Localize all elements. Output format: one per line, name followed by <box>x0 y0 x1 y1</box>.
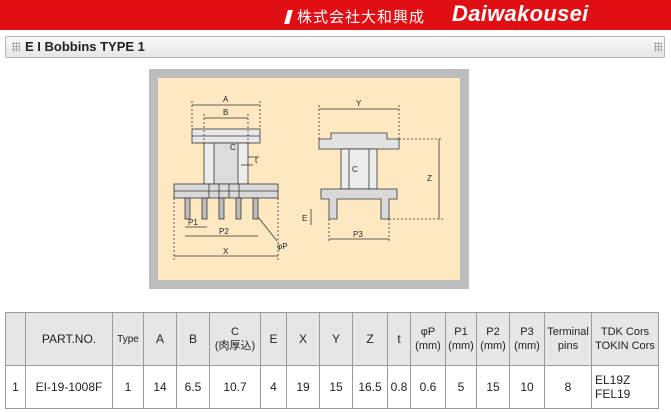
header-p2-unit: (mm) <box>480 340 506 352</box>
dim-label-a: A <box>223 95 229 104</box>
header-index <box>5 312 26 366</box>
brand-header: 株式会社大和興成 Daiwakousei <box>0 0 671 30</box>
cell-terminal-pins: 8 <box>544 365 592 409</box>
header-p2: P2 (mm) <box>476 312 510 366</box>
header-phip-label: φP <box>420 326 436 338</box>
cell-phip: 0.6 <box>410 365 446 409</box>
dim-label-c: C <box>230 143 236 152</box>
header-e: E <box>260 312 287 366</box>
header-terminal-sub: pins <box>557 340 579 352</box>
table-row: 1 EI-19-1008F 1 14 6.5 10.7 4 19 15 16.5… <box>5 365 659 409</box>
header-terminal-pins: Terminal pins <box>544 312 592 366</box>
cell-t: 0.8 <box>387 365 411 409</box>
cell-p2: 15 <box>476 365 510 409</box>
header-p3-label: P3 <box>520 326 534 338</box>
header-p3: P3 (mm) <box>509 312 545 366</box>
dim-label-z: Z <box>427 174 432 183</box>
header-y: Y <box>319 312 353 366</box>
header-c-sub: (肉厚込) <box>214 340 256 352</box>
header-p2-label: P2 <box>486 326 500 338</box>
dim-label-x: X <box>223 247 229 256</box>
cell-b: 6.5 <box>176 365 210 409</box>
cell-index: 1 <box>5 365 26 409</box>
header-p1-label: P1 <box>454 326 468 338</box>
dim-label-p1: P1 <box>188 218 198 227</box>
dim-label-p2: P2 <box>219 227 229 236</box>
spec-table: PART.NO. Type A B C (肉厚込) E X Y Z t φP (mm… <box>5 312 659 409</box>
company-name-jp: 株式会社大和興成 <box>284 6 426 27</box>
dim-label-c-right: C <box>352 165 358 174</box>
header-b: B <box>176 312 210 366</box>
page-title: E I Bobbins TYPE 1 <box>25 39 145 54</box>
grip-icon <box>12 42 20 52</box>
header-p3-unit: (mm) <box>514 340 540 352</box>
cell-e: 4 <box>260 365 287 409</box>
header-c: C (肉厚込) <box>209 312 261 366</box>
header-type: Type <box>112 312 144 366</box>
cell-p3: 10 <box>509 365 545 409</box>
header-part-no: PART.NO. <box>25 312 113 366</box>
dim-label-t: t <box>255 156 258 165</box>
bobbin-drawing-svg: A B C t P1 P2 φP X Y Z C E P3 <box>173 95 443 260</box>
company-name-jp-text: 株式会社大和興成 <box>297 8 426 26</box>
header-p1-unit: (mm) <box>448 340 474 352</box>
header-x: X <box>286 312 320 366</box>
header-a: A <box>143 312 177 366</box>
company-logo-text: Daiwakousei <box>452 1 589 26</box>
cell-y: 15 <box>319 365 353 409</box>
header-phip-unit: (mm) <box>415 340 441 352</box>
cell-type: 1 <box>112 365 144 409</box>
cell-tdk-value: EL19Z <box>595 373 631 387</box>
cell-c: 10.7 <box>209 365 261 409</box>
bobbin-drawing: A B C t P1 P2 φP X Y Z C E P3 <box>149 69 469 289</box>
brand-slash-mark <box>284 10 293 24</box>
section-title-bar: E I Bobbins TYPE 1 <box>5 36 665 58</box>
header-p1: P1 (mm) <box>445 312 477 366</box>
header-z: Z <box>352 312 388 366</box>
cell-x: 19 <box>286 365 320 409</box>
header-tdk-label: TDK Cors <box>600 326 650 338</box>
table-header-row: PART.NO. Type A B C (肉厚込) E X Y Z t φP (mm… <box>5 312 659 366</box>
header-terminal-label: Terminal <box>547 326 589 338</box>
header-phip: φP (mm) <box>410 312 446 366</box>
grip-icon-right <box>654 42 662 52</box>
header-c-label: C <box>231 326 239 338</box>
cell-p1: 5 <box>445 365 477 409</box>
header-tokin-label: TOKIN Cors <box>595 340 655 352</box>
dim-label-e: E <box>302 214 307 223</box>
cell-part-no: EI-19-1008F <box>25 365 113 409</box>
dim-label-phip: φP <box>277 242 288 251</box>
cell-z: 16.5 <box>352 365 388 409</box>
dim-label-y: Y <box>356 99 362 108</box>
dim-label-p3: P3 <box>353 230 363 239</box>
cell-tokin-value: FEL19 <box>595 387 631 401</box>
cell-a: 14 <box>143 365 177 409</box>
dim-label-b: B <box>223 108 228 117</box>
header-t: t <box>387 312 411 366</box>
